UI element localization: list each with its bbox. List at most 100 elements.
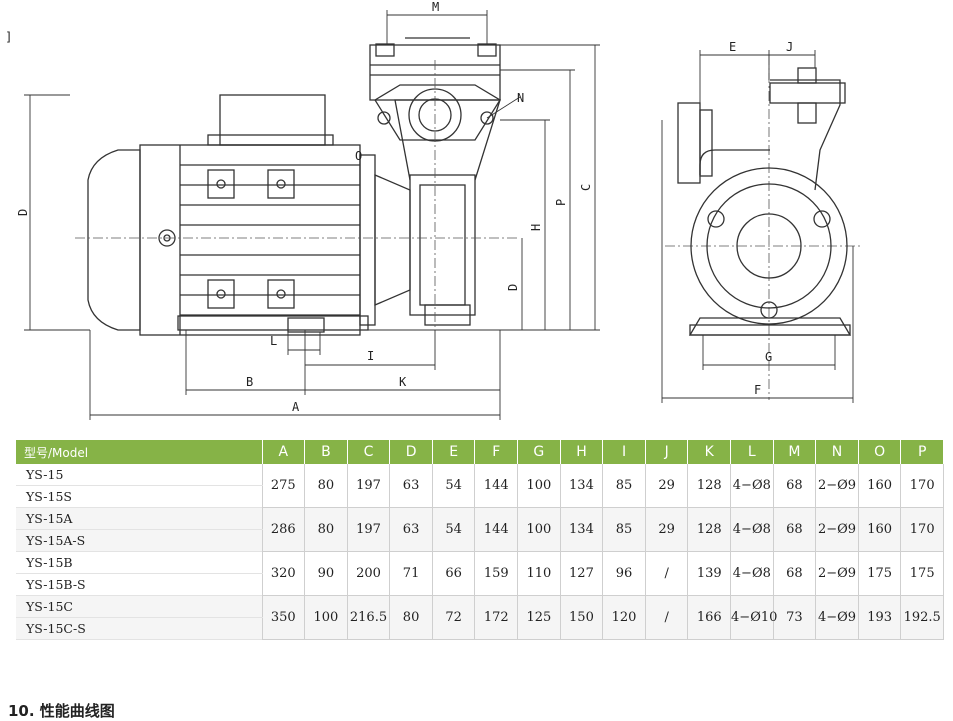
model-cell: YS-15A (16, 507, 263, 530)
value-cell: 275 (262, 464, 306, 508)
value-cell: 197 (347, 507, 391, 552)
value-cell: 4−Ø9 (815, 595, 859, 640)
model-cell: YS-15S (16, 485, 263, 508)
column-header: C (347, 440, 391, 464)
model-cell: YS-15C (16, 595, 263, 618)
dim-f-label: F (754, 383, 761, 397)
value-cell: 125 (517, 595, 561, 640)
dim-i-label: I (367, 349, 374, 363)
value-cell: 139 (687, 551, 732, 596)
value-cell: 63 (389, 507, 433, 552)
value-cell: 29 (645, 507, 689, 552)
value-cell: 68 (773, 551, 817, 596)
value-cell: 159 (474, 551, 519, 596)
value-cell: 85 (602, 507, 646, 552)
value-cell: 80 (304, 464, 348, 508)
value-cell: 160 (858, 507, 902, 552)
value-cell: 4−Ø8 (730, 507, 774, 552)
value-cell: 54 (432, 507, 476, 552)
value-cell: 216.5 (347, 595, 391, 640)
dim-g-label: G (765, 350, 772, 364)
column-header: E (432, 440, 476, 464)
value-cell: 100 (304, 595, 348, 640)
value-cell: 128 (687, 507, 732, 552)
model-cell: YS-15A-S (16, 529, 263, 552)
table-header-row: 型号/Model A B C D E F G H I J K L M N O P (16, 440, 944, 464)
value-cell: 2−Ø9 (815, 551, 859, 596)
table-row: YS-15B-S (16, 573, 944, 596)
value-cell: 175 (858, 551, 902, 596)
value-cell: 170 (900, 464, 944, 508)
value-cell: 80 (389, 595, 433, 640)
section-title: 10. 性能曲线图 (8, 702, 115, 720)
dim-b-label: B (246, 375, 253, 389)
value-cell: 166 (687, 595, 732, 640)
column-header: P (900, 440, 944, 464)
value-cell: / (645, 595, 689, 640)
value-cell: 160 (858, 464, 902, 508)
model-cell: YS-15B-S (16, 573, 263, 596)
dim-c-label: C (579, 184, 593, 191)
column-header: O (858, 440, 902, 464)
dimension-table: 型号/Model A B C D E F G H I J K L M N O P… (16, 440, 944, 640)
value-cell: 320 (262, 551, 306, 596)
value-cell: 2−Ø9 (815, 464, 859, 508)
value-cell: 80 (304, 507, 348, 552)
dim-j-label: J (786, 40, 793, 54)
pump-dimension-drawing: M N E J D D H P C O L I B K A G F (16, 0, 860, 420)
model-cell: YS-15 (16, 464, 263, 486)
column-header: D (389, 440, 433, 464)
table-row: YS-15A-S (16, 529, 944, 552)
column-header: H (560, 440, 604, 464)
value-cell: 66 (432, 551, 476, 596)
column-header: G (517, 440, 561, 464)
value-cell: 197 (347, 464, 391, 508)
value-cell: 100 (517, 464, 561, 508)
value-cell: 110 (517, 551, 561, 596)
dim-d-left-label: D (16, 209, 30, 216)
dim-e-label: E (729, 40, 736, 54)
dim-o-label: O (355, 149, 362, 163)
value-cell: 96 (602, 551, 646, 596)
value-cell: 2−Ø9 (815, 507, 859, 552)
value-cell: 134 (560, 464, 604, 508)
column-header: A (262, 440, 306, 464)
dim-l-label: L (270, 334, 277, 348)
value-cell: 72 (432, 595, 476, 640)
value-cell: 286 (262, 507, 306, 552)
value-cell: 193 (858, 595, 902, 640)
value-cell: 200 (347, 551, 391, 596)
value-cell: 4−Ø10 (730, 595, 777, 640)
value-cell: 128 (687, 464, 732, 508)
column-header: B (304, 440, 348, 464)
value-cell: 172 (474, 595, 519, 640)
column-header: I (602, 440, 646, 464)
value-cell: 100 (517, 507, 561, 552)
value-cell: 71 (389, 551, 433, 596)
value-cell: 175 (900, 551, 944, 596)
value-cell: 170 (900, 507, 944, 552)
dim-m-label: M (432, 0, 439, 14)
column-header: K (687, 440, 732, 464)
value-cell: 4−Ø8 (730, 464, 774, 508)
model-cell: YS-15C-S (16, 617, 263, 640)
value-cell: 4−Ø8 (730, 551, 774, 596)
column-header: J (645, 440, 689, 464)
dim-a-label: A (292, 400, 300, 414)
table-row: YS-15S (16, 485, 944, 508)
value-cell: / (645, 551, 689, 596)
model-cell: YS-15B (16, 551, 263, 574)
value-cell: 192.5 (900, 595, 944, 640)
column-header: L (730, 440, 774, 464)
column-header: M (773, 440, 817, 464)
value-cell: 134 (560, 507, 604, 552)
value-cell: 350 (262, 595, 306, 640)
value-cell: 73 (773, 595, 817, 640)
value-cell: 120 (602, 595, 646, 640)
table-row: YS-15C-S (16, 617, 944, 640)
value-cell: 85 (602, 464, 646, 508)
dim-n-label: N (517, 91, 524, 105)
